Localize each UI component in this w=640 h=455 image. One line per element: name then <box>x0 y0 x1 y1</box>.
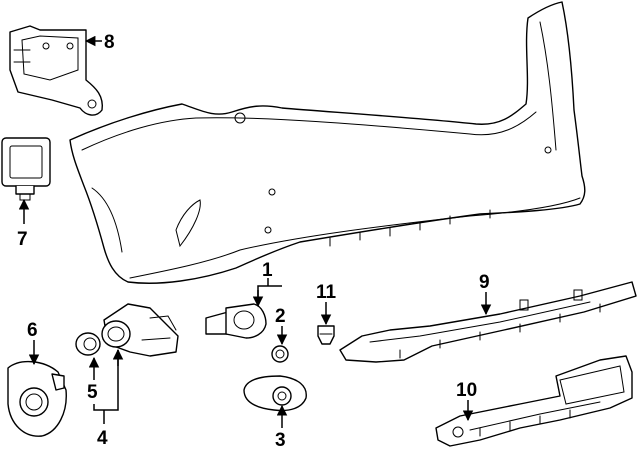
bumper-cover <box>69 1 586 284</box>
callout-3: 3 <box>275 430 286 451</box>
callout-4: 4 <box>97 428 108 449</box>
callout-labels: 8 7 6 5 4 1 2 3 11 9 10 <box>17 32 490 451</box>
callout-8: 8 <box>104 32 115 53</box>
part-2-ring <box>271 345 289 363</box>
callout-2: 2 <box>275 306 286 327</box>
part-7-sensor-module <box>1 137 51 201</box>
callout-1: 1 <box>262 260 273 281</box>
part-3-sensor-bezel <box>243 375 307 412</box>
callout-9: 9 <box>479 272 490 293</box>
part-9-bracket <box>339 281 637 363</box>
part-10-bracket <box>435 355 633 447</box>
callout-5: 5 <box>87 382 98 403</box>
callout-6: 6 <box>27 320 38 341</box>
callout-10: 10 <box>456 380 477 401</box>
part-5-ring <box>75 332 101 356</box>
callout-leaders <box>18 35 492 428</box>
part-8-bracket <box>9 25 103 116</box>
callout-11: 11 <box>316 282 337 303</box>
part-11-clip <box>317 325 335 345</box>
part-1-sensor-assembly <box>205 303 267 339</box>
part-4-parking-sensor <box>101 303 179 357</box>
part-6-sensor-holder <box>7 361 67 437</box>
callout-7: 7 <box>17 229 28 250</box>
